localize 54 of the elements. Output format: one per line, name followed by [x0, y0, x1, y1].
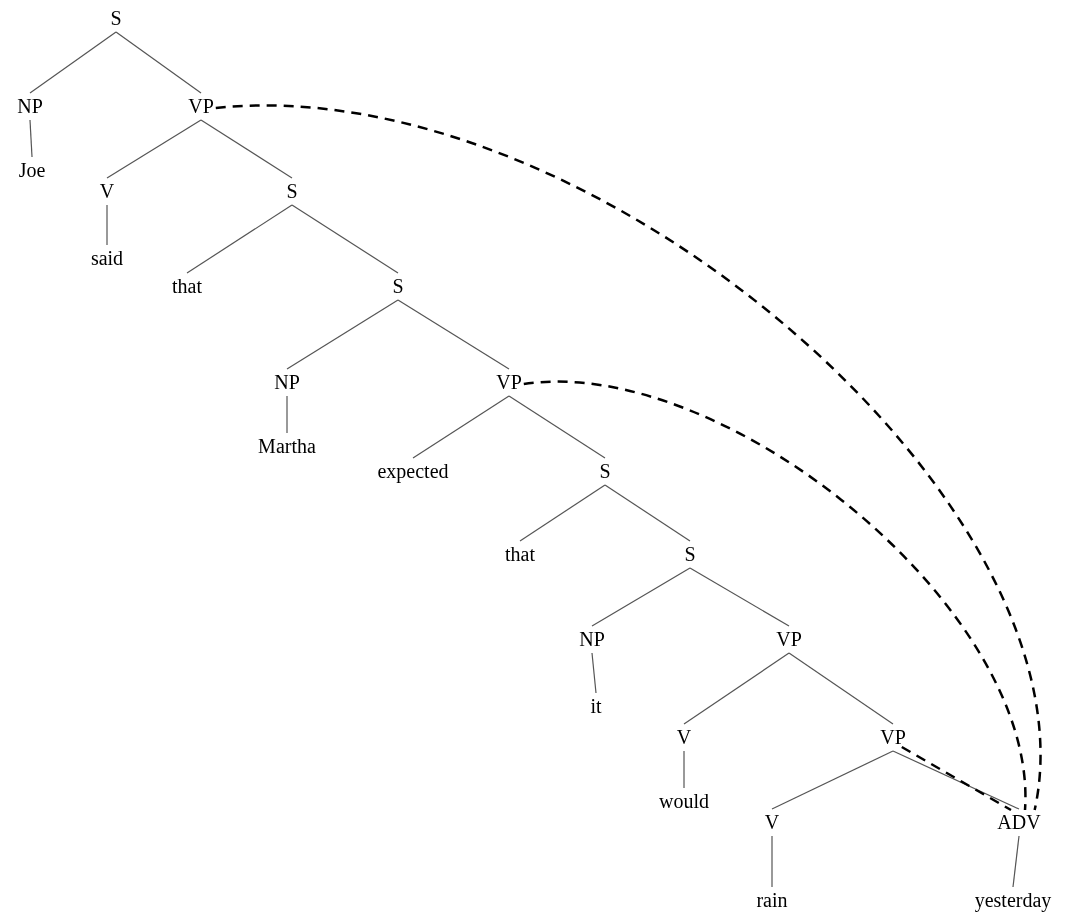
tree-node-label: S [684, 542, 696, 566]
tree-branch [683, 652, 790, 725]
tree-node-label: NP [17, 94, 43, 118]
tree-node-label: rain [756, 888, 788, 912]
tree-branch [591, 652, 597, 694]
tree-branch [1012, 835, 1020, 888]
tree-node-label: VP [496, 370, 522, 394]
tree-node-label: S [392, 274, 404, 298]
tree-node-label: would [659, 789, 709, 813]
dashed-connector [901, 745, 1012, 812]
tree-branch [604, 484, 691, 542]
tree-branch [106, 119, 202, 179]
tree-node-label: yesterday [974, 888, 1052, 912]
tree-branch [106, 204, 108, 246]
tree-node-label: V [99, 179, 115, 203]
tree-branch [771, 835, 773, 888]
tree-node-label: that [172, 274, 202, 298]
tree-node-label: that [505, 542, 535, 566]
tree-branch [29, 31, 117, 94]
tree-branch [186, 204, 293, 274]
dashed-connector [523, 381, 1027, 811]
tree-node-label: it [590, 694, 602, 718]
tree-branch [291, 204, 399, 274]
tree-node-label: ADV [997, 810, 1041, 834]
tree-node-label: V [676, 725, 692, 749]
tree-branch [286, 395, 288, 434]
tree-branch [397, 299, 510, 370]
tree-node-label: VP [188, 94, 214, 118]
dashed-connector [215, 106, 1041, 811]
tree-node-label: Martha [258, 434, 316, 458]
tree-branch [591, 567, 691, 627]
tree-branch [286, 299, 399, 370]
tree-branch [892, 750, 1020, 810]
tree-node-label: expected [377, 459, 449, 483]
tree-node-label: VP [776, 627, 802, 651]
tree-node-label: S [599, 459, 611, 483]
tree-node-label: S [286, 179, 298, 203]
tree-branch [683, 750, 685, 789]
tree-branch [788, 652, 894, 725]
tree-branch [771, 750, 894, 810]
tree-node-label: NP [579, 627, 605, 651]
tree-branch [29, 119, 33, 158]
tree-branch [412, 395, 510, 459]
tree-node-label: Joe [18, 158, 46, 182]
tree-node-label: NP [274, 370, 300, 394]
tree-node-label: S [110, 6, 122, 30]
tree-branch [200, 119, 293, 179]
tree-branch [115, 31, 202, 94]
tree-node-label: V [764, 810, 780, 834]
tree-node-label: VP [880, 725, 906, 749]
tree-branch [689, 567, 790, 627]
tree-branch [508, 395, 606, 459]
tree-branch [519, 484, 606, 542]
tree-node-label: said [90, 246, 124, 270]
